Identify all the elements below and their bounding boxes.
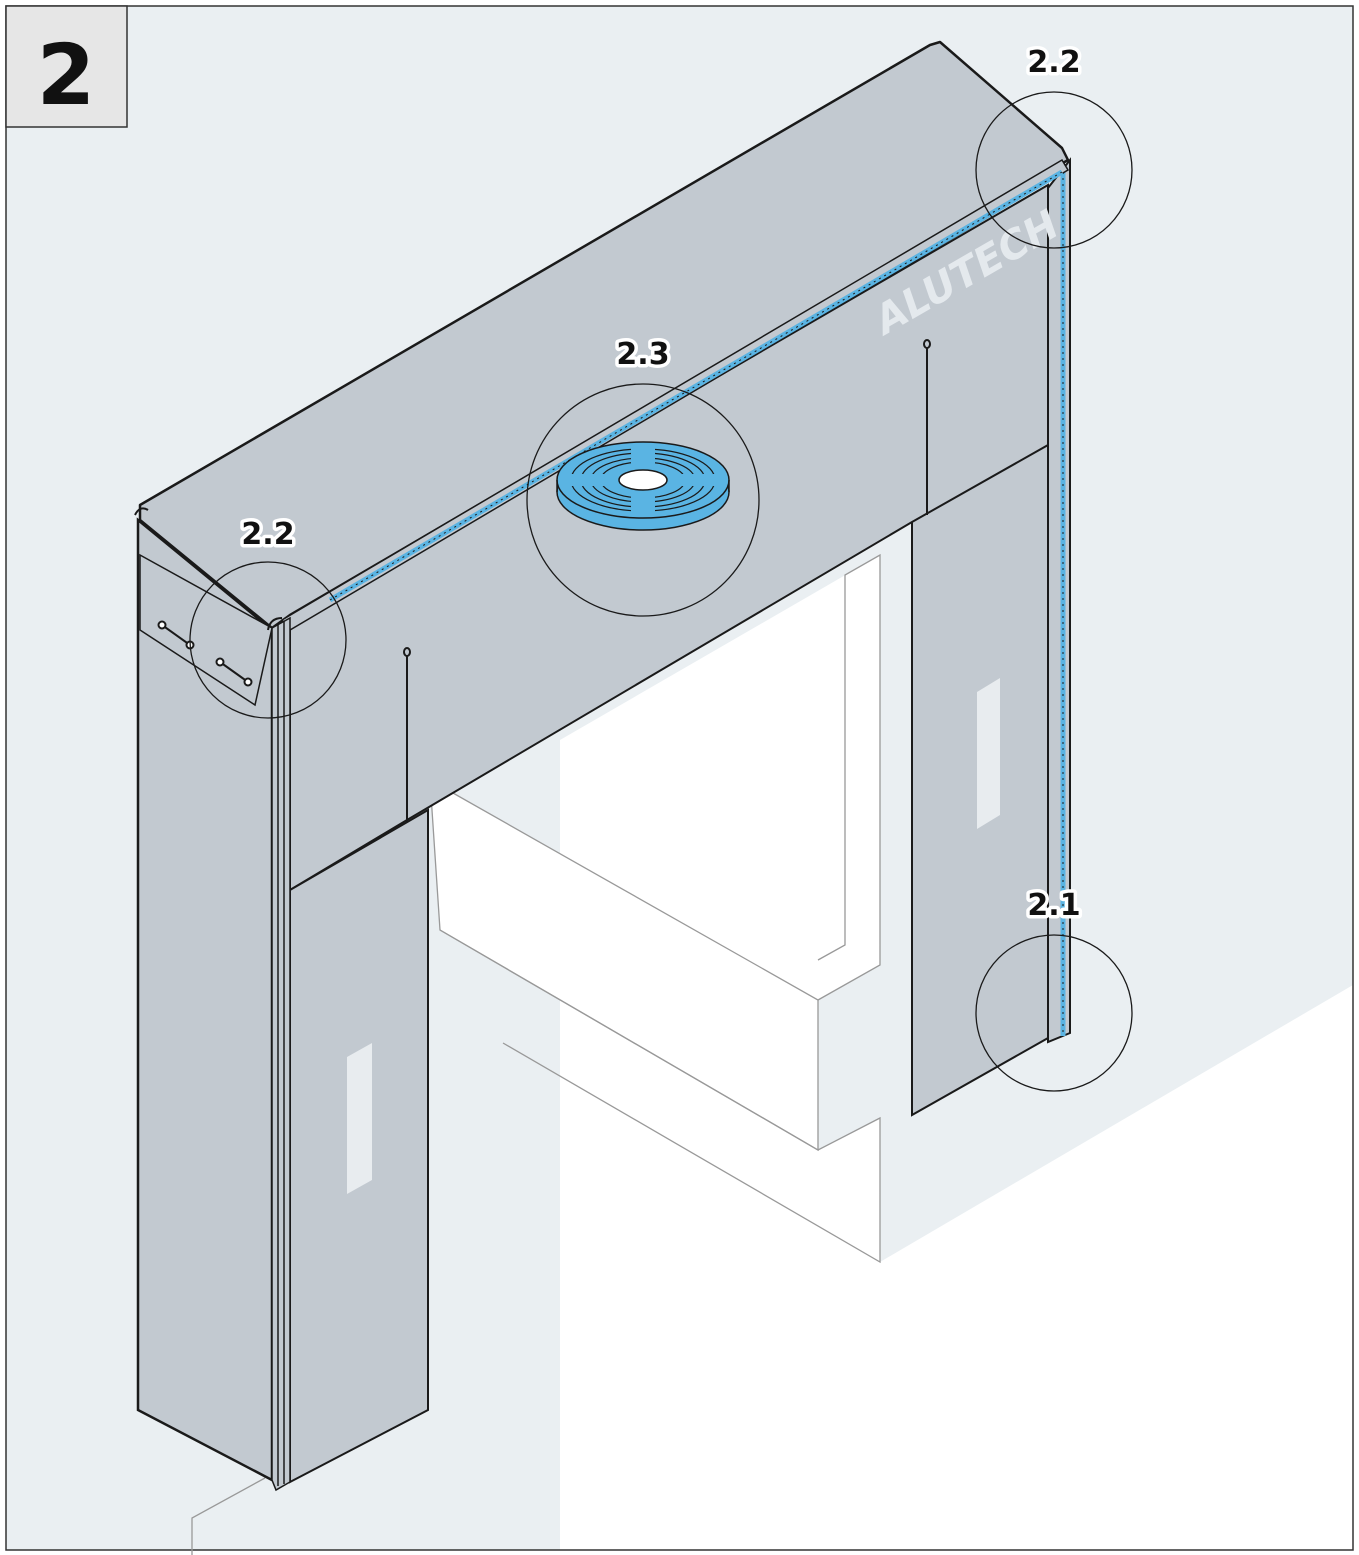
callout-circle-top-right xyxy=(975,91,1133,249)
callout-circle-bottom-right xyxy=(975,934,1133,1092)
callout-label-bottom-right: 2.1 xyxy=(1027,888,1080,923)
left-front-corner-curl xyxy=(267,617,283,631)
callout-circle-center xyxy=(526,383,760,617)
top-roof-panel xyxy=(138,40,1070,630)
step-number-box xyxy=(5,5,128,128)
callout-label-top-right: 2.2 xyxy=(1027,45,1080,80)
right-panel-reflector xyxy=(977,678,1000,829)
step-number: 2 xyxy=(37,26,95,124)
left-roof-corner-curl xyxy=(134,507,149,516)
callout-label-center: 2.3 xyxy=(616,337,669,372)
top-seal-tape xyxy=(328,169,1064,603)
left-seal-strips xyxy=(271,616,291,1492)
left-corner-flap xyxy=(139,553,273,707)
callout-circle-left xyxy=(189,561,347,719)
header-pull-ropes xyxy=(403,339,931,822)
left-panel-reflector xyxy=(347,1043,372,1194)
dock-opening-outline xyxy=(191,553,881,1555)
frame-border xyxy=(5,5,1354,1551)
callout-label-left: 2.2 xyxy=(241,517,294,552)
tape-reel-icon xyxy=(556,441,730,531)
